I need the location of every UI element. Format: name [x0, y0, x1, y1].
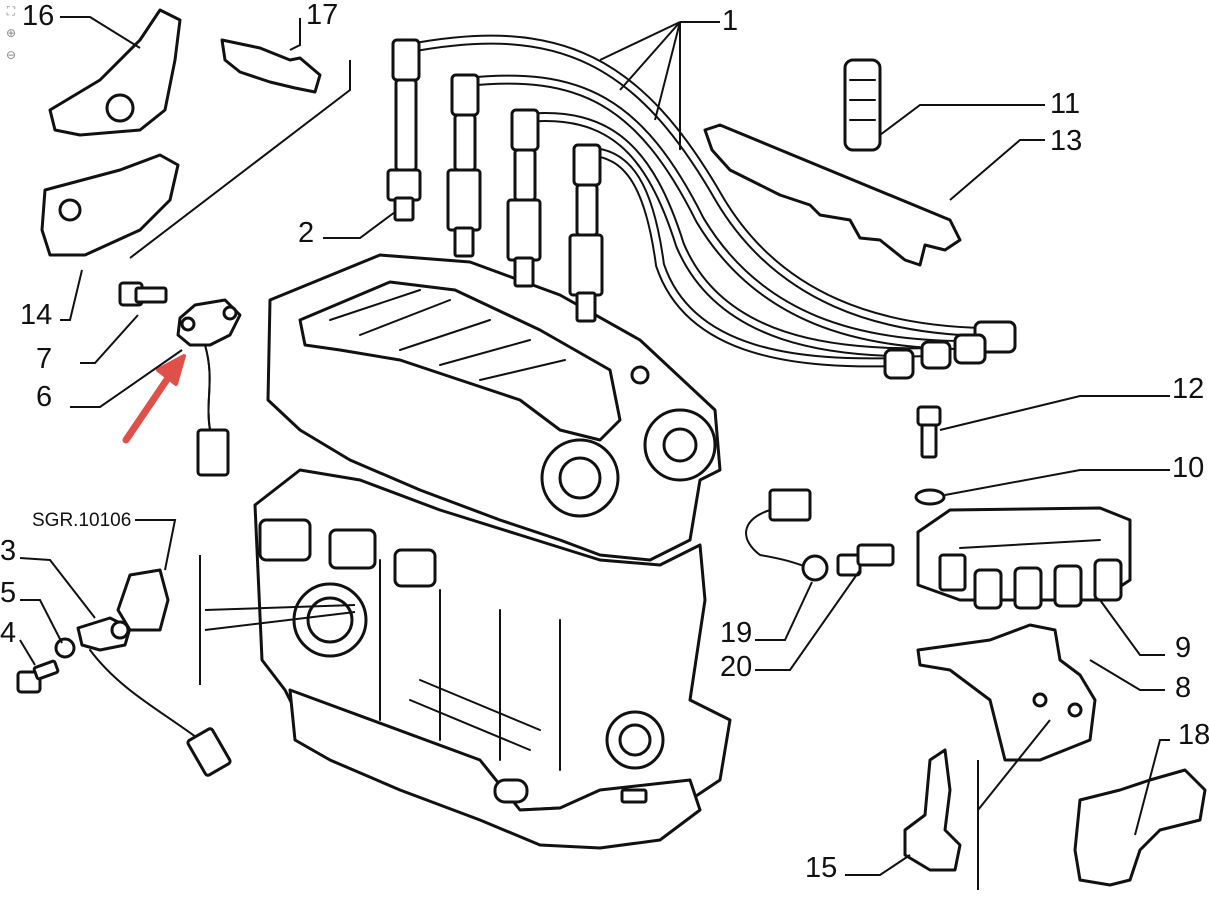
engine-block [253, 253, 732, 850]
label-11: 11 [1050, 88, 1080, 120]
label-6: 6 [36, 381, 52, 413]
wire-holder [703, 58, 962, 267]
knock-sensor [745, 488, 895, 582]
part-number-labels: 16 17 1 11 13 2 14 7 6 12 10 SGR.10106 3… [0, 0, 1209, 884]
ignition-wires [391, 34, 1017, 380]
label-13: 13 [1050, 125, 1082, 157]
label-7: 7 [36, 343, 52, 375]
label-16: 16 [22, 0, 54, 32]
label-17: 17 [306, 0, 338, 31]
crank-sensor-assembly [118, 281, 242, 477]
label-1: 1 [722, 5, 738, 37]
ignition-coil [916, 506, 1132, 610]
spark-plugs [386, 168, 604, 323]
brackets-top-left [40, 8, 322, 257]
reference-lines [199, 555, 1051, 890]
label-8: 8 [1175, 672, 1191, 704]
label-2: 2 [298, 217, 314, 249]
label-18: 18 [1178, 719, 1209, 751]
highlight-arrow [122, 354, 186, 444]
bolt-washer [914, 405, 946, 506]
zoom-in-icon[interactable]: ⊕ [5, 26, 17, 40]
label-20: 20 [720, 651, 752, 683]
label-9: 9 [1175, 632, 1191, 664]
sgr-reference: SGR.10106 [32, 510, 131, 531]
label-15: 15 [805, 852, 837, 884]
coil-bracket [916, 623, 1097, 762]
label-14: 14 [20, 299, 52, 331]
label-5: 5 [0, 577, 16, 609]
label-3: 3 [0, 535, 16, 567]
label-12: 12 [1172, 373, 1204, 405]
zoom-out-icon[interactable]: ⊖ [5, 48, 17, 62]
label-10: 10 [1172, 452, 1204, 484]
lower-brackets [903, 748, 1207, 887]
fit-screen-icon[interactable]: ⛶ [6, 4, 16, 18]
leader-lines [19, 16, 1170, 876]
label-19: 19 [720, 617, 752, 649]
label-4: 4 [0, 617, 16, 649]
cam-sensor [16, 568, 232, 777]
